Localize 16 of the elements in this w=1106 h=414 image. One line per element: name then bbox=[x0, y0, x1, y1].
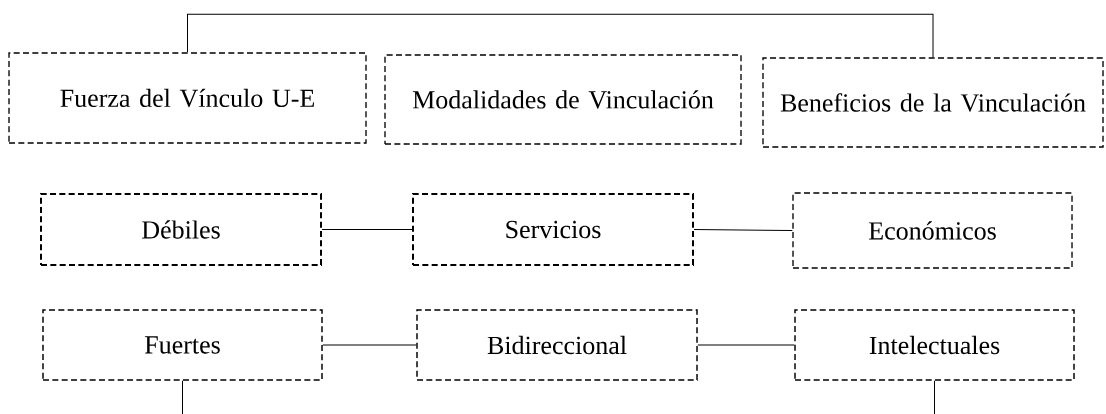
dashed-box: Modalidades de Vinculación bbox=[384, 54, 742, 145]
dashed-box: Económicos bbox=[792, 192, 1073, 269]
dashed-box: Fuertes bbox=[42, 309, 323, 381]
dashed-box: Beneficios de la Vinculación bbox=[762, 57, 1104, 148]
connector-line bbox=[187, 13, 934, 58]
dashed-box: Intelectuales bbox=[794, 309, 1075, 381]
connector-line bbox=[697, 344, 795, 346]
connector-line bbox=[321, 229, 413, 230]
dashed-box: Fuerza del Vínculo U-E bbox=[8, 52, 367, 144]
connector-line bbox=[934, 380, 935, 414]
dashed-box: Bidireccional bbox=[416, 309, 698, 381]
dashed-box: Débiles bbox=[40, 193, 322, 266]
connector-line bbox=[322, 344, 417, 346]
dashed-box: Servicios bbox=[412, 193, 694, 266]
connector-line bbox=[182, 380, 183, 414]
connector-line bbox=[693, 229, 793, 231]
